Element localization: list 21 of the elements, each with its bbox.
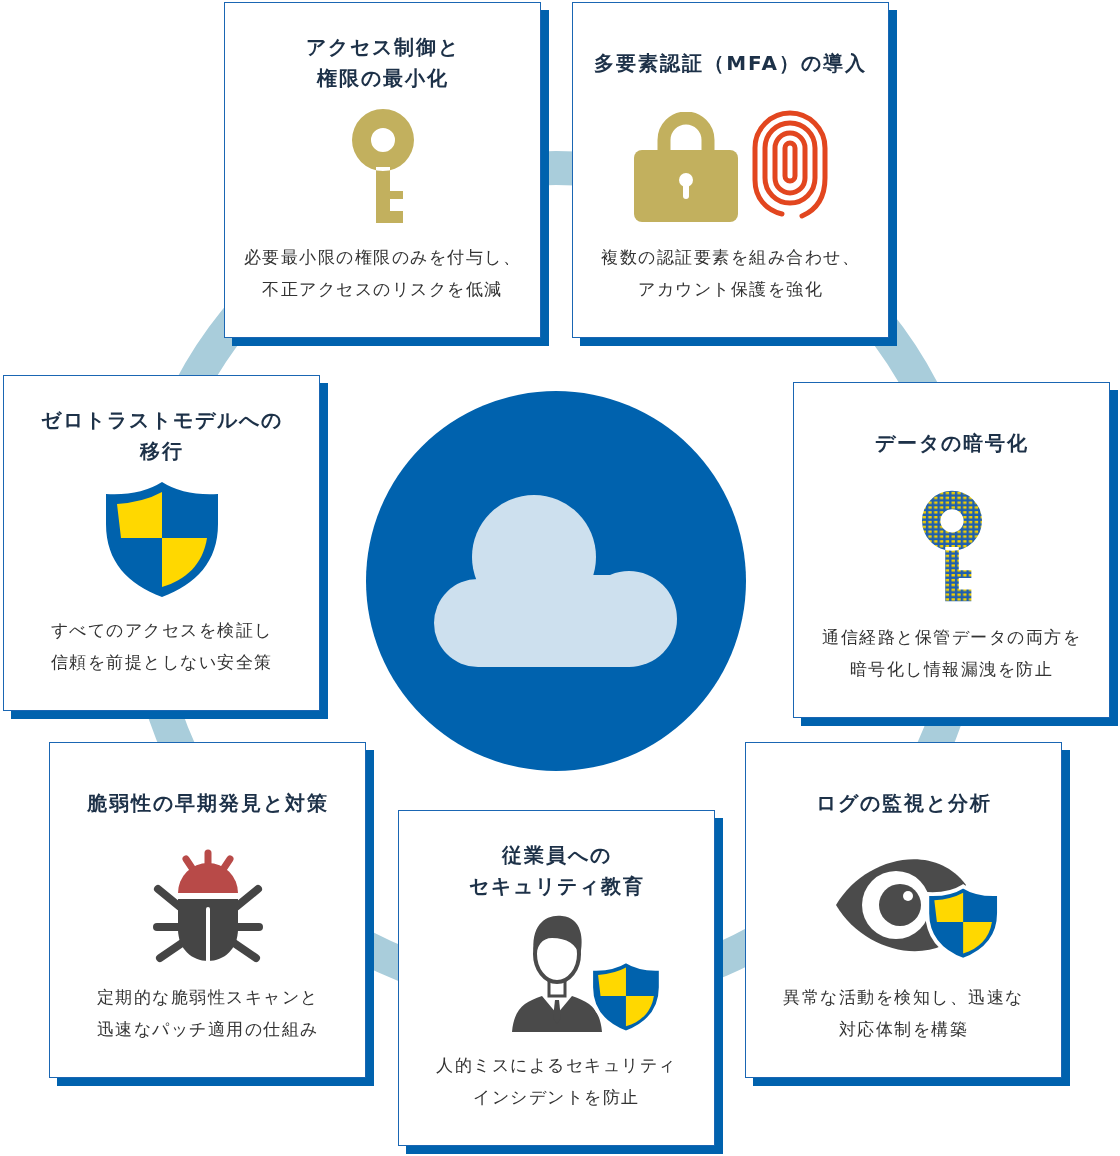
topic-card (793, 382, 1118, 726)
topic-card (49, 742, 374, 1086)
topic-card (3, 375, 328, 719)
card-title: ゼロトラストモデルへの移行 (40, 407, 283, 465)
card-description: すべてのアクセスを検証し信頼を前提としない安全策 (50, 619, 273, 674)
card-title: データの暗号化 (874, 429, 1029, 457)
card-description: 人的ミスによるセキュリティインシデントを防止 (436, 1054, 677, 1109)
card-title: アクセス制御と権限の最小化 (305, 34, 460, 92)
topic-card (398, 810, 723, 1154)
card-description: 異常な活動を検知し、迅速な対応体制を構築 (783, 986, 1024, 1041)
card-title: 多要素認証（MFA）の導入 (594, 49, 867, 77)
card-title: 従業員へのセキュリティ教育 (468, 842, 645, 900)
topic-card (572, 2, 897, 346)
card-title: 脆弱性の早期発見と対策 (86, 789, 329, 817)
topic-card (224, 2, 549, 346)
card-title: ログの監視と分析 (815, 789, 992, 817)
card-description: 通信経路と保管データの両方を暗号化し情報漏洩を防止 (822, 626, 1081, 681)
card-description: 必要最小限の権限のみを付与し、不正アクセスのリスクを低減 (243, 246, 522, 301)
card-description: 定期的な脆弱性スキャンと迅速なパッチ適用の仕組み (96, 986, 319, 1041)
topic-card (745, 742, 1070, 1086)
card-description: 複数の認証要素を組み合わせ、アカウント保護を強化 (601, 246, 860, 301)
